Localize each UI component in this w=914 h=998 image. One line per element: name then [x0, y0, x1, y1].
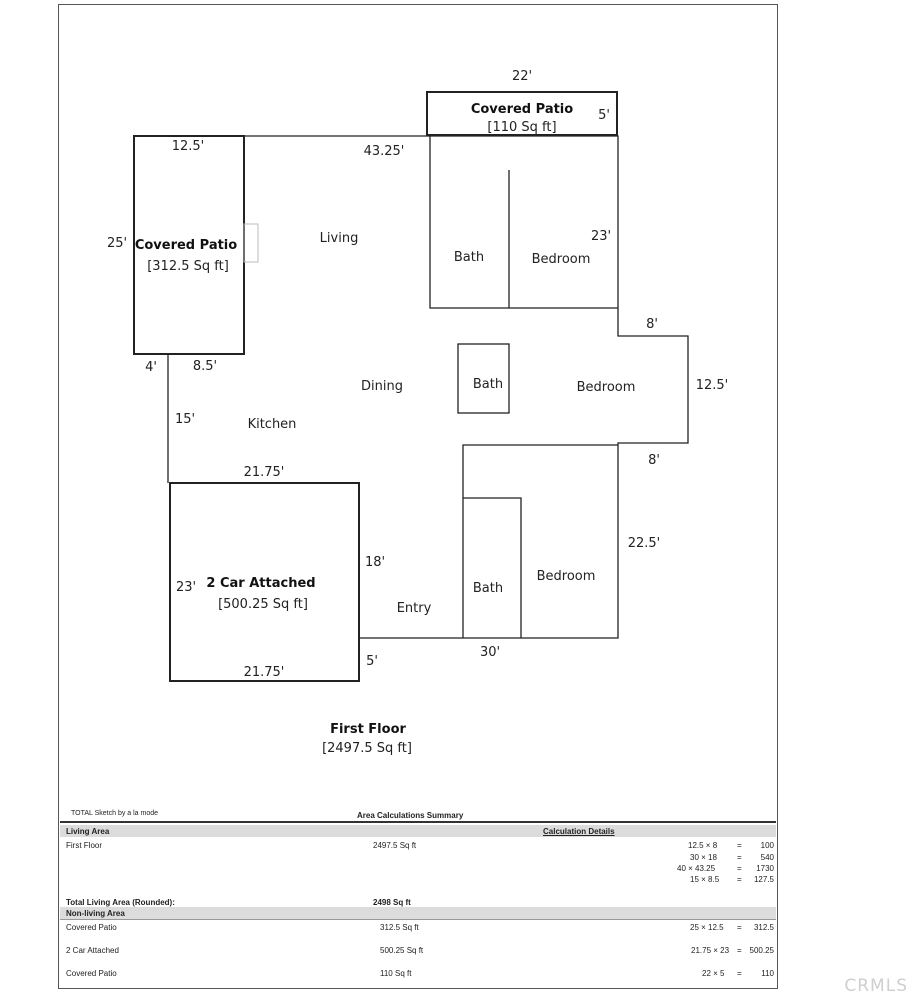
top-patio-name: Covered Patio	[471, 102, 573, 117]
living-area-header: Living Area	[66, 827, 110, 836]
floor-name: First Floor	[330, 722, 406, 737]
nonliving-eq: =	[737, 946, 742, 955]
dining-label: Dining	[361, 379, 403, 394]
top-patio-outline	[426, 91, 618, 136]
nonliving-expr: 21.75 × 23	[691, 946, 730, 955]
calc-result: 100	[760, 841, 774, 850]
nonliving-area: 312.5 Sq ft	[380, 923, 419, 932]
garage-name: 2 Car Attached	[206, 576, 315, 591]
plan-labels: 22' Covered Patio [110 Sq ft] 5' 12.5' 2…	[107, 69, 728, 756]
garage-left-label: 23'	[176, 580, 196, 595]
nonliving-result: 110	[761, 969, 774, 978]
summary-divider	[60, 821, 776, 823]
garage-top-label: 21.75'	[244, 465, 285, 480]
living-label: Living	[320, 231, 359, 246]
nonliving-eq: =	[737, 923, 742, 932]
nonliving-area: 110 Sq ft	[380, 969, 412, 978]
calc-expr: 30 × 18	[690, 853, 717, 862]
nonliving-result: 312.5	[753, 923, 774, 932]
floor-area: [2497.5 Sq ft]	[322, 741, 412, 756]
patio-door-icon	[243, 223, 259, 263]
calc-result: 1730	[756, 864, 774, 873]
left-patio-height-label: 25'	[107, 236, 127, 251]
living-area-header-bar	[60, 825, 776, 837]
nonliving-header-bar	[60, 907, 776, 919]
calc-expr: 40 × 43.25	[677, 864, 716, 873]
bedroom-3-depth-label: 22.5'	[628, 536, 661, 551]
total-living-value: 2498 Sq ft	[373, 898, 411, 907]
sketch-credit: TOTAL Sketch by a la mode	[71, 810, 159, 817]
calc-eq: =	[737, 853, 742, 862]
bedroom-1-walls	[429, 136, 618, 309]
calc-details-header: Calculation Details	[543, 827, 615, 836]
left-patio-name: Covered Patio	[135, 238, 237, 253]
top-patio-width-label: 22'	[512, 69, 532, 84]
bedroom-3-label: Bedroom	[537, 569, 596, 584]
calc-expr: 12.5 × 8	[688, 841, 718, 850]
bath-3-walls	[463, 497, 522, 638]
nonliving-expr: 25 × 12.5	[690, 923, 724, 932]
bath-3-label: Bath	[473, 581, 503, 596]
nonliving-name: 2 Car Attached	[66, 946, 119, 955]
bedroom-1-depth-label: 23'	[591, 229, 611, 244]
watermark: CRMLS	[844, 976, 908, 996]
building-walls	[133, 91, 689, 682]
bottom-wall-label: 30'	[480, 645, 500, 660]
garage-bottom-label: 21.75'	[244, 665, 285, 680]
nonliving-name: Covered Patio	[66, 923, 117, 932]
total-living-label: Total Living Area (Rounded):	[66, 898, 175, 907]
bath-1-label: Bath	[454, 250, 484, 265]
bedroom-1-label: Bedroom	[532, 252, 591, 267]
right-wall-label: 12.5'	[696, 378, 729, 393]
entry-label: Entry	[397, 601, 432, 616]
bath-2-label: Bath	[473, 377, 503, 392]
calc-expr: 15 × 8.5	[690, 875, 720, 884]
top-patio-depth-label: 5'	[598, 108, 610, 123]
bath-2-outline	[457, 343, 510, 414]
nonliving-eq: =	[737, 969, 742, 978]
step-right-bottom-label: 8'	[648, 453, 660, 468]
garage-outline	[169, 482, 360, 682]
sketch-page	[58, 4, 778, 989]
left-patio-area: [312.5 Sq ft]	[147, 259, 229, 274]
nonliving-result: 500.25	[749, 946, 774, 955]
calc-result: 540	[760, 853, 774, 862]
garage-right-label: 18'	[365, 555, 385, 570]
calc-eq: =	[737, 875, 742, 884]
calc-eq: =	[737, 841, 742, 850]
top-patio-area: [110 Sq ft]	[487, 120, 556, 135]
nonliving-area: 500.25 Sq ft	[380, 946, 424, 955]
garage-area: [500.25 Sq ft]	[218, 597, 308, 612]
left-step-b-label: 8.5'	[193, 359, 217, 374]
top-wall-label: 43.25'	[364, 144, 405, 159]
nonliving-expr: 22 × 5	[702, 969, 725, 978]
kitchen-wall-label: 15'	[175, 412, 195, 427]
entry-wall-label: 5'	[366, 654, 378, 669]
step-right-top-label: 8'	[646, 317, 658, 332]
left-step-a-label: 4'	[145, 360, 157, 375]
nonliving-header: Non-living Area	[66, 909, 125, 918]
left-patio-width-label: 12.5'	[172, 139, 205, 154]
bedroom-2-label: Bedroom	[577, 380, 636, 395]
bedroom-3-walls	[462, 444, 618, 638]
living-row-name: First Floor	[66, 841, 102, 850]
kitchen-label: Kitchen	[248, 417, 297, 432]
calc-eq: =	[737, 864, 742, 873]
living-row-area: 2497.5 Sq ft	[373, 841, 417, 850]
calc-result: 127.5	[753, 875, 774, 884]
nonliving-divider	[60, 919, 776, 920]
nonliving-name: Covered Patio	[66, 969, 117, 978]
floor-plan: 22' Covered Patio [110 Sq ft] 5' 12.5' 2…	[107, 69, 728, 756]
summary-title: Area Calculations Summary	[357, 811, 464, 820]
